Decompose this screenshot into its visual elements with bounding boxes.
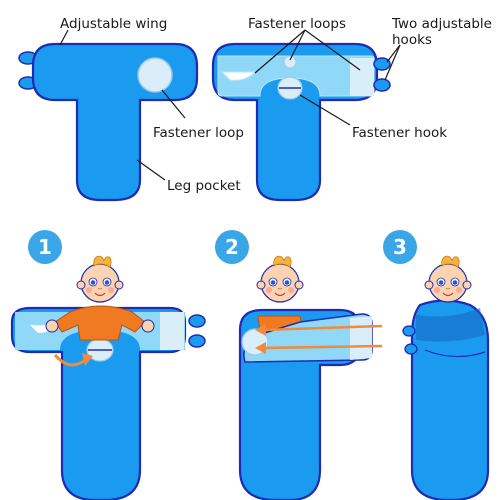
swaddle-open-front	[18, 42, 199, 202]
label-fastener-loop: Fastener loop	[153, 125, 244, 141]
step-3-illustration	[402, 255, 490, 500]
label-fastener-hook: Fastener hook	[352, 125, 447, 141]
step-2-illustration	[238, 255, 383, 500]
baby-icon	[76, 255, 124, 303]
svg-text:1: 1	[38, 235, 52, 259]
label-fastener-loops: Fastener loops	[248, 16, 346, 32]
step-2-badge: 2	[215, 230, 249, 264]
svg-text:3: 3	[393, 235, 407, 259]
fastener-loop-shape	[137, 57, 173, 93]
label-two-adjustable: Two adjustable	[391, 16, 492, 32]
step-circle-icon	[28, 230, 62, 264]
label-leg-pocket: Leg pocket	[167, 178, 241, 194]
leader-lines	[59, 29, 401, 181]
svg-text:2: 2	[225, 235, 239, 259]
step-1-badge: 1	[28, 230, 62, 264]
swaddle-open-back	[211, 42, 391, 202]
arrow-icon	[53, 353, 86, 367]
label-hooks: hooks	[392, 32, 432, 48]
label-adjustable-wing: Adjustable wing	[60, 16, 167, 32]
step-1-illustration	[10, 255, 206, 500]
step-3-badge: 3	[383, 230, 417, 264]
